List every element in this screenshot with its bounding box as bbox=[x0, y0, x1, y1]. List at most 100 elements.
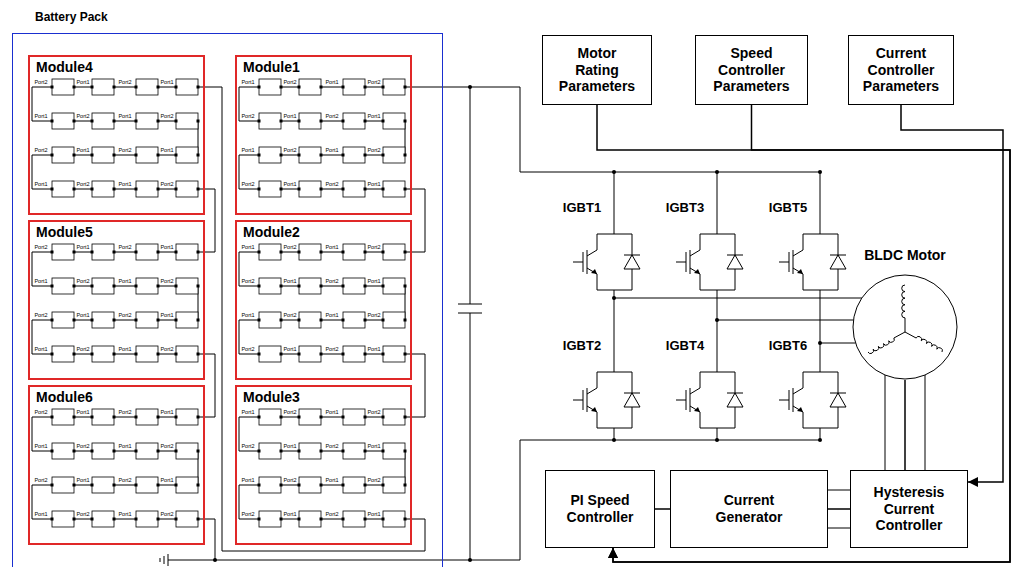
battery-cell bbox=[176, 278, 198, 294]
switch-label: IGBT4 bbox=[663, 338, 707, 353]
igbt-symbol bbox=[587, 268, 597, 290]
cell-port bbox=[197, 484, 200, 487]
igbt-gate bbox=[676, 400, 686, 401]
cell-port bbox=[298, 188, 301, 191]
battery-cell bbox=[52, 181, 74, 197]
cell-port bbox=[404, 120, 407, 123]
port-label: Port1 bbox=[115, 113, 135, 120]
process-box: Current Controller Parameters bbox=[848, 35, 954, 105]
igbt-symbol bbox=[690, 234, 700, 256]
port-label: Port2 bbox=[322, 113, 342, 120]
port-label: Port2 bbox=[280, 409, 300, 416]
junction-dot bbox=[818, 438, 822, 442]
cell-port bbox=[175, 353, 178, 356]
battery-cell bbox=[136, 477, 158, 493]
signal-connector bbox=[904, 380, 906, 470]
port-label: Port2 bbox=[280, 244, 300, 251]
wire bbox=[198, 519, 215, 560]
port-label: Port1 bbox=[115, 346, 135, 353]
cell-port bbox=[364, 353, 367, 356]
ground-symbol bbox=[160, 558, 161, 562]
box-label: Speed Controller Parameters bbox=[713, 45, 789, 95]
cell-port bbox=[51, 188, 54, 191]
cell-port bbox=[342, 285, 345, 288]
battery-cell bbox=[136, 244, 158, 260]
battery-cell bbox=[299, 79, 321, 95]
port-label: Port1 bbox=[322, 147, 342, 154]
igbt-arrow bbox=[797, 269, 803, 274]
port-label: Port1 bbox=[238, 409, 258, 416]
battery-pack: Module4Port2Port1Port2Port1Port1Port2Por… bbox=[12, 33, 443, 567]
cell-port bbox=[320, 484, 323, 487]
igbt-symbol bbox=[793, 268, 803, 290]
port-label: Port2 bbox=[280, 79, 300, 86]
dc-rail bbox=[520, 172, 820, 173]
process-box: Motor Rating Parameters bbox=[542, 35, 652, 105]
port-label: Port1 bbox=[157, 312, 177, 319]
battery-cell bbox=[176, 511, 198, 527]
cell-port bbox=[113, 484, 116, 487]
motor-winding bbox=[916, 336, 942, 352]
group-title: Module2 bbox=[243, 224, 300, 240]
wire bbox=[820, 290, 821, 372]
battery-cell bbox=[383, 477, 405, 493]
cell-port bbox=[298, 120, 301, 123]
port-label: Port2 bbox=[364, 477, 384, 484]
cell-port bbox=[382, 484, 385, 487]
igbt-symbol bbox=[690, 250, 691, 274]
process-box: Hysteresis Current Controller bbox=[850, 470, 968, 548]
battery-cell bbox=[299, 278, 321, 294]
cell-port bbox=[73, 120, 76, 123]
battery-module: Module4Port2Port1Port2Port1Port1Port2Por… bbox=[28, 55, 205, 215]
port-label: Port1 bbox=[73, 244, 93, 251]
cell-port bbox=[298, 353, 301, 356]
battery-cell bbox=[383, 409, 405, 425]
cell-string-wire bbox=[239, 155, 240, 189]
box-label: Current Controller Parameters bbox=[863, 45, 939, 95]
battery-cell bbox=[92, 181, 114, 197]
igbt-symbol bbox=[587, 388, 588, 412]
battery-cell bbox=[92, 511, 114, 527]
battery-cell bbox=[92, 79, 114, 95]
diode-symbol bbox=[624, 393, 640, 394]
battery-cell bbox=[176, 477, 198, 493]
port-label: Port1 bbox=[280, 346, 300, 353]
igbt-gate bbox=[573, 400, 583, 401]
battery-cell bbox=[259, 477, 281, 493]
igbt-gate bbox=[573, 262, 583, 263]
diode-symbol bbox=[830, 255, 846, 269]
cell-port bbox=[157, 484, 160, 487]
cell-port bbox=[258, 416, 261, 419]
port-label: Port1 bbox=[157, 147, 177, 154]
cell-port bbox=[51, 86, 54, 89]
battery-module: Module2Port1Port2Port1Port2Port2Port1Por… bbox=[235, 220, 412, 380]
group-title: Module4 bbox=[36, 59, 93, 75]
battery-cell bbox=[92, 346, 114, 362]
cell-port bbox=[73, 285, 76, 288]
port-label: Port2 bbox=[115, 244, 135, 251]
diode-symbol bbox=[727, 393, 743, 394]
port-label: Port1 bbox=[364, 278, 384, 285]
cell-port bbox=[175, 285, 178, 288]
cell-port bbox=[91, 319, 94, 322]
diode-symbol bbox=[624, 393, 640, 407]
igbt-gate bbox=[779, 400, 789, 401]
cell-port bbox=[298, 484, 301, 487]
junction-dot bbox=[715, 170, 719, 174]
port-label: Port2 bbox=[115, 409, 135, 416]
battery-cell bbox=[299, 477, 321, 493]
cell-port bbox=[157, 251, 160, 254]
battery-cell bbox=[343, 409, 365, 425]
battery-cell bbox=[383, 443, 405, 459]
cell-port bbox=[342, 154, 345, 157]
cell-port bbox=[113, 188, 116, 191]
port-label: Port1 bbox=[157, 477, 177, 484]
battery-cell bbox=[92, 113, 114, 129]
cell-port bbox=[364, 188, 367, 191]
signal-wire bbox=[885, 375, 886, 470]
igbt-symbol bbox=[587, 234, 597, 256]
cell-port bbox=[320, 353, 323, 356]
